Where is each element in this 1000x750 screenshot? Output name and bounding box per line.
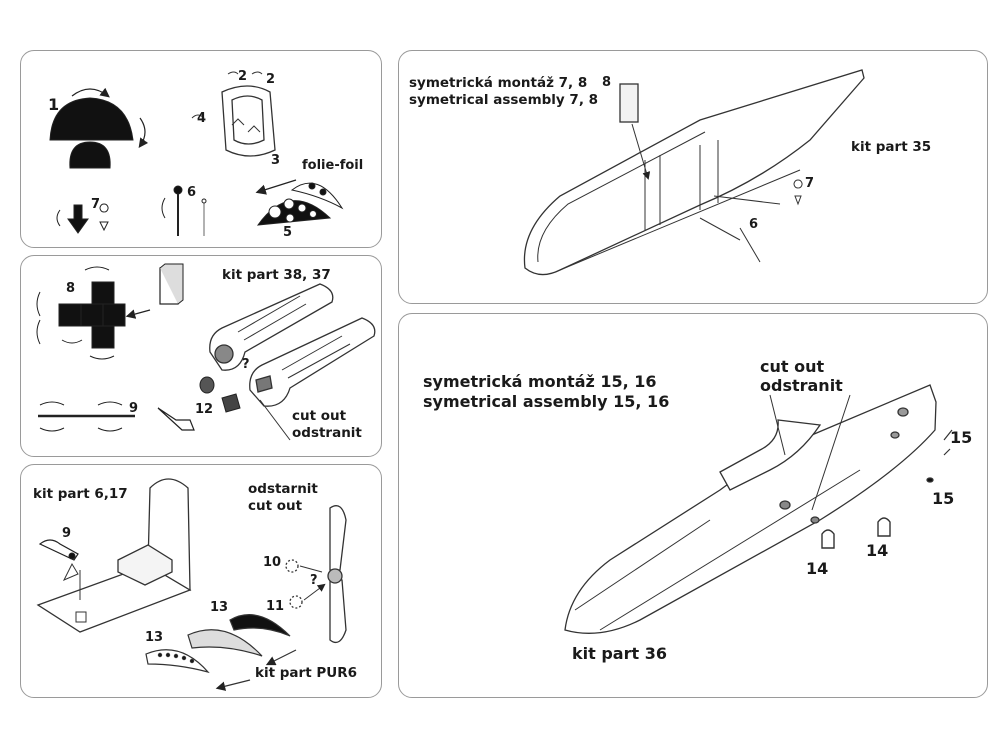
- foil-label: folie-foil: [302, 158, 364, 173]
- part-9-lever: [38, 539, 79, 561]
- cut-out-label: cut out: [292, 408, 347, 424]
- callout-15b: 15: [932, 489, 955, 508]
- propeller-drawing: [285, 505, 347, 644]
- part-9-strut: [38, 401, 135, 432]
- callout-4: 4: [197, 111, 207, 126]
- callout-7-p4: 7: [805, 176, 815, 191]
- callout-14a: 14: [806, 559, 829, 578]
- callout-8-p4: 8: [602, 75, 612, 90]
- part-1-headrest: [49, 87, 149, 169]
- callout-3: 3: [271, 153, 281, 168]
- callout-14b: 14: [866, 541, 889, 560]
- kit-part-36-label: kit part 36: [572, 644, 667, 663]
- kit-part-38-37-drawing: [209, 283, 376, 441]
- symmetric-assembly-cz-7-8: symetrická montáž 7, 8: [409, 75, 588, 91]
- panel-kit-part-36: [398, 313, 988, 698]
- part-seat-frame: [191, 71, 276, 157]
- callout-13b: 13: [145, 630, 164, 645]
- callout-2a: 2: [238, 69, 248, 84]
- callout-6-p4: 6: [749, 217, 759, 232]
- part-13-cowling-pieces: [145, 614, 297, 691]
- callout-5: 5: [283, 225, 293, 240]
- part-6-rod: [161, 185, 207, 236]
- question-mark: ?: [242, 357, 250, 372]
- kit-part-36-fuselage: [564, 384, 953, 634]
- question-mark-2: ?: [310, 573, 318, 588]
- part-5-foil-panel: [255, 179, 344, 226]
- kit-part-6-17-title: kit part 6,17: [33, 486, 128, 502]
- callout-2b: 2: [266, 72, 276, 87]
- symmetric-assembly-en-7-8: symetrical assembly 7, 8: [409, 92, 599, 108]
- odstranit-label-2: odstranit: [760, 376, 843, 395]
- kit-part-35-fuselage: [523, 69, 865, 276]
- symmetric-assembly-cz-15-16: symetrická montáž 15, 16: [423, 372, 657, 391]
- kit-part-38-37-title: kit part 38, 37: [222, 267, 331, 283]
- cut-out-label-2: cut out: [248, 498, 303, 514]
- part-7-pin: [56, 203, 109, 234]
- callout-13a: 13: [210, 600, 229, 615]
- callout-6: 6: [187, 185, 197, 200]
- callout-10: 10: [263, 555, 282, 570]
- part-8-cross-template: [36, 263, 184, 360]
- callout-12: 12: [195, 402, 214, 417]
- odstarnit-label: odstarnit: [248, 481, 318, 497]
- kit-part-pur6-label: kit part PUR6: [255, 665, 357, 681]
- cut-out-label-3: cut out: [760, 357, 825, 376]
- part-12-small-parts: [157, 376, 241, 431]
- callout-1: 1: [48, 95, 60, 114]
- kit-part-35-label: kit part 35: [851, 139, 932, 155]
- callout-9: 9: [129, 401, 139, 416]
- callout-7: 7: [91, 197, 101, 212]
- callout-11: 11: [266, 599, 285, 614]
- callout-8: 8: [66, 281, 76, 296]
- callout-15a: 15: [950, 428, 973, 447]
- callout-9-lever: 9: [62, 526, 72, 541]
- symmetric-assembly-en-15-16: symetrical assembly 15, 16: [423, 392, 670, 411]
- kit-part-6-17-drawing: [36, 478, 192, 633]
- odstranit-label: odstranit: [292, 425, 362, 441]
